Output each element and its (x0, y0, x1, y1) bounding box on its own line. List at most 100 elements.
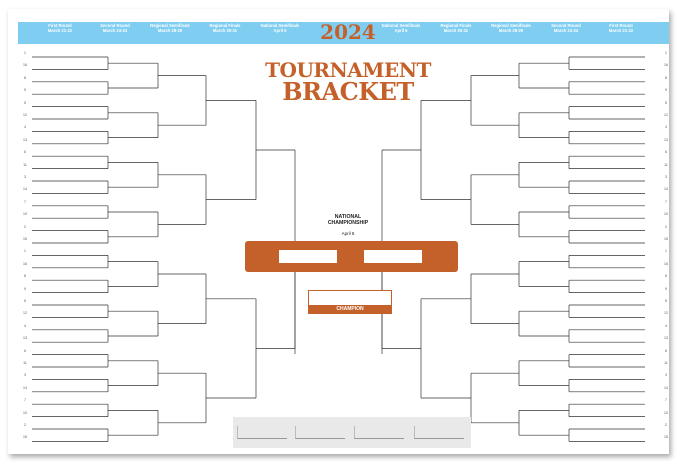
seed-number-right: 11 (664, 361, 668, 365)
round-name: Second Round (100, 23, 130, 28)
seed-number-right: 5 (665, 299, 667, 303)
seed-number-left: 4 (24, 323, 26, 328)
round-name: First Round (609, 23, 633, 28)
seed-number-right: 7 (665, 199, 667, 204)
round-name: Regional Finals (209, 23, 241, 28)
footer-slot[interactable] (414, 426, 464, 439)
bracket-lines (32, 56, 645, 442)
seed-number-left: 16 (23, 63, 27, 68)
finalist-slot-left[interactable] (279, 250, 337, 263)
seed-number-left: 9 (24, 88, 26, 93)
seed-number-right: 6 (665, 348, 667, 353)
seed-number-right: 14 (664, 385, 668, 390)
seed-number-right: 13 (664, 137, 668, 142)
seed-number-left: 15 (23, 435, 27, 440)
seed-number-right: 15 (664, 237, 668, 241)
round-name: National Semifinals (381, 23, 421, 28)
seed-number-right: 16 (664, 261, 668, 266)
seed-number-left: 6 (24, 150, 26, 155)
seed-number-left: 15 (23, 237, 27, 241)
seed-number-left: 2 (24, 423, 26, 427)
title-line-1: TOURNAMENT (265, 58, 431, 82)
seed-number-left: 14 (23, 187, 27, 192)
seed-number-right: 2 (665, 423, 667, 427)
seed-number-right: 4 (665, 125, 667, 130)
seed-number-right: 12 (664, 311, 668, 316)
seed-number-left: 10 (23, 410, 27, 415)
seed-number-left: 2 (24, 224, 26, 229)
seed-number-left: 14 (23, 385, 27, 390)
seed-number-left: 5 (24, 100, 26, 105)
seed-number-right: 5 (665, 100, 667, 105)
finalist-slot-right[interactable] (364, 250, 422, 263)
round-name: Regional Finals (440, 23, 472, 28)
seed-number-left: 1 (24, 249, 26, 254)
seed-number-right: 12 (664, 113, 668, 117)
round-name: Regional Semifinals (491, 23, 531, 28)
seed-number-right: 7 (665, 398, 667, 403)
seed-number-right: 3 (665, 373, 667, 378)
seed-number-right: 10 (664, 212, 668, 217)
seed-number-right: 2 (665, 224, 667, 229)
seed-number-left: 12 (23, 113, 27, 117)
seed-number-left: 3 (24, 175, 26, 179)
seed-number-right: 15 (664, 435, 668, 440)
title-line-2: BRACKET (282, 77, 414, 106)
seed-number-right: 1 (665, 51, 667, 55)
footer-slot[interactable] (354, 426, 404, 439)
seed-number-right: 6 (665, 150, 667, 155)
round-date: March 23-24 (553, 28, 579, 34)
seed-number-left: 11 (23, 162, 27, 167)
round-name: First Round (48, 23, 72, 28)
round-name: National Semifinals (260, 23, 300, 28)
seed-number-right: 13 (664, 336, 668, 341)
seed-number-left: 11 (23, 361, 27, 365)
seed-number-left: 13 (23, 336, 27, 341)
seed-number-right: 4 (665, 323, 667, 328)
round-date: March 21-22 (608, 28, 634, 34)
round-name: Regional Semifinals (150, 23, 190, 28)
seed-number-left: 1 (24, 51, 26, 55)
seed-number-right: 3 (665, 175, 667, 179)
champion-label: CHAMPION (309, 305, 391, 313)
seed-number-right: 11 (664, 162, 668, 167)
round-date: March 30-31 (212, 28, 238, 34)
seed-number-left: 13 (23, 137, 27, 142)
seed-number-right: 14 (664, 187, 668, 192)
footer-slot[interactable] (295, 426, 345, 439)
national-championship-label: NATIONAL CHAMPIONSHIP (308, 214, 388, 226)
seed-number-left: 4 (24, 125, 26, 130)
seed-number-left: 5 (24, 299, 26, 303)
year-title: 2024 (320, 20, 376, 44)
seed-number-right: 16 (664, 63, 668, 68)
seed-number-left: 16 (23, 261, 27, 266)
seed-number-right: 1 (665, 249, 667, 254)
seed-number-left: 7 (24, 398, 26, 403)
round-date: March 30-31 (443, 28, 469, 34)
seed-number-right: 9 (665, 286, 667, 291)
round-name: Second Round (551, 23, 581, 28)
seed-number-left: 9 (24, 286, 26, 291)
round-date: April 6 (273, 28, 287, 34)
seed-number-left: 8 (24, 274, 26, 279)
seed-number-left: 7 (24, 199, 26, 204)
nc-line-1: NATIONAL (334, 214, 362, 220)
seed-number-right: 8 (665, 274, 667, 279)
champion-box[interactable]: CHAMPION (308, 290, 392, 314)
championship-game-bar (245, 241, 458, 272)
championship-date: April 8 (341, 231, 355, 236)
seed-number-right: 9 (665, 88, 667, 93)
round-date: April 6 (394, 28, 408, 34)
footer-slot[interactable] (237, 426, 287, 439)
